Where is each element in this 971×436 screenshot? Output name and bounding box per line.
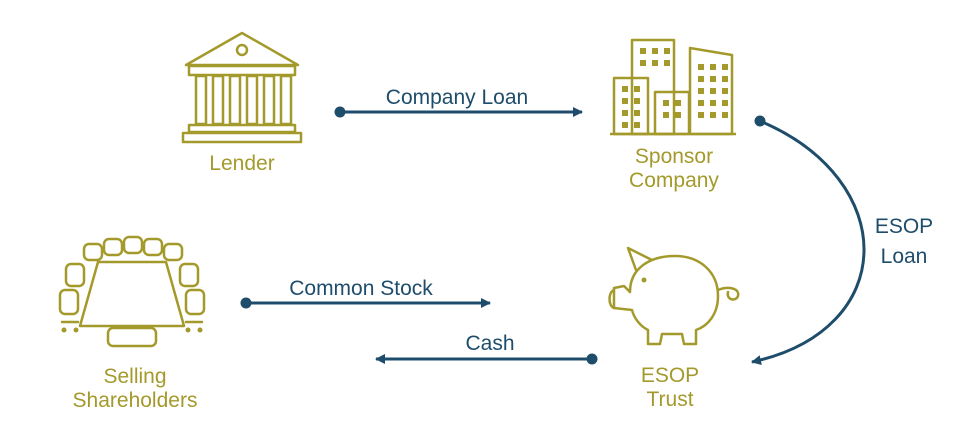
bank-building-icon xyxy=(181,31,303,144)
esop-loan-label-line2: Loan xyxy=(881,245,928,268)
common-stock-arrow xyxy=(240,297,491,309)
company-loan-label: Company Loan xyxy=(386,86,528,109)
selling-label-line1: Selling xyxy=(103,365,166,388)
esop-label-line2: Trust xyxy=(646,388,693,411)
conference-table-icon xyxy=(58,235,206,348)
building-windows xyxy=(622,48,728,128)
company-loan-arrow xyxy=(334,106,583,118)
esop-loan-label-line1: ESOP xyxy=(875,215,933,238)
cash-arrow xyxy=(375,353,598,365)
selling-label-line2: Shareholders xyxy=(73,389,198,412)
esop-label-line1: ESOP xyxy=(641,364,699,387)
sponsor-label-line1: Sponsor xyxy=(635,145,713,168)
esop-loan-arrow xyxy=(751,115,866,365)
cash-label: Cash xyxy=(465,332,514,355)
lender-label: Lender xyxy=(209,152,274,175)
office-buildings-icon xyxy=(610,38,736,136)
sponsor-label-line2: Company xyxy=(629,169,719,192)
piggy-bank-icon xyxy=(608,246,740,346)
chair-wheel-dots xyxy=(61,327,203,333)
piggy-eye xyxy=(641,277,647,283)
common-stock-label: Common Stock xyxy=(289,277,433,300)
